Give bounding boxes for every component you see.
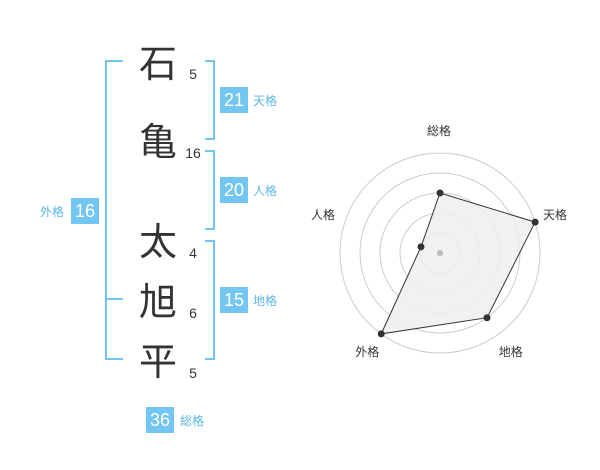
name-char-5: 平	[138, 340, 177, 384]
stroke-count-4: 6	[189, 305, 197, 321]
stroke-count-2: 16	[185, 145, 201, 161]
radar-axis-label: 地格	[498, 344, 523, 359]
radar-axis-label: 総格	[427, 124, 452, 138]
name-char-2: 亀	[138, 120, 177, 164]
name-char-3: 太	[138, 220, 177, 264]
jinkaku-value-badge: 20	[220, 177, 248, 203]
soukaku-value-badge: 36	[146, 407, 174, 433]
radar-ring	[339, 152, 541, 354]
radar-polygon	[380, 192, 536, 335]
jinkaku-label: 人格	[253, 184, 278, 198]
stroke-count-5: 5	[189, 365, 197, 381]
soukaku-label: 総格	[180, 414, 205, 428]
radar-point	[436, 189, 444, 197]
radar-point	[377, 330, 385, 338]
chikaku-label: 地格	[253, 294, 278, 308]
tenkaku-label: 天格	[253, 94, 278, 108]
radar-point	[531, 218, 539, 226]
radar-center-dot	[437, 250, 443, 256]
radar-point	[483, 314, 491, 322]
radar-axis-label: 外格	[355, 344, 380, 359]
tenkaku-value-badge: 21	[220, 87, 248, 113]
name-char-1: 石	[138, 42, 177, 86]
name-char-4: 旭	[138, 280, 177, 324]
gaikaku-value-badge: 16	[71, 198, 99, 224]
stroke-count-3: 4	[189, 245, 197, 261]
radar-axis-label: 人格	[310, 208, 335, 223]
stroke-count-1: 5	[189, 66, 197, 82]
gaikaku-label: 外格	[40, 205, 65, 219]
radar-point	[417, 243, 425, 251]
chikaku-value-badge: 15	[220, 287, 248, 313]
radar-axis-label: 天格	[543, 208, 568, 223]
